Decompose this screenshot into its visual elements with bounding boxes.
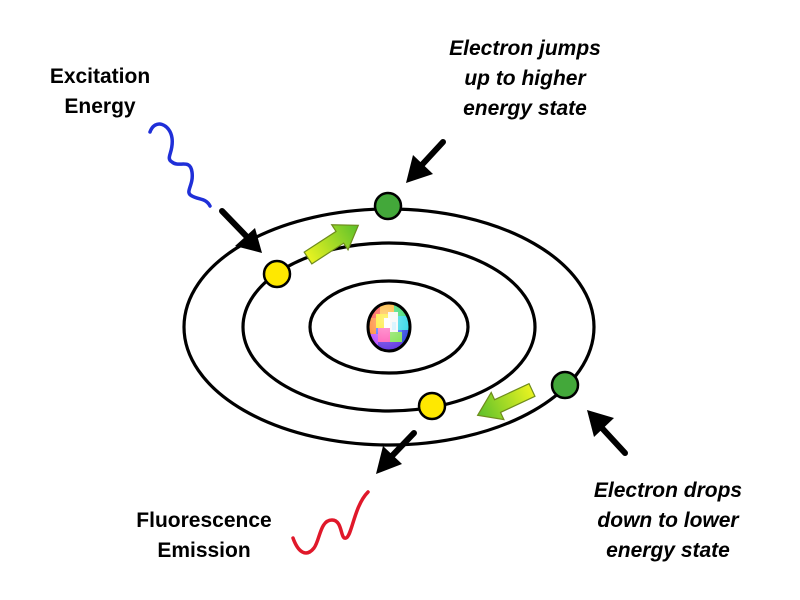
excited-state-electron-top: [373, 191, 403, 221]
excitation-energy-label: Excitation Energy: [30, 62, 170, 122]
excitation-pointer-arrow: [219, 208, 262, 253]
excitation-transition-arrow: [303, 224, 360, 265]
emission-pointer-arrow: [376, 430, 417, 474]
excitation-label-line-1: Excitation: [49, 65, 151, 88]
jump-label-line-1: Electron jumps: [449, 37, 601, 60]
emission-label-line-2: Emission: [157, 539, 251, 562]
jump-up-pointer-arrow: [406, 139, 446, 183]
drop-label-line-1: Electron drops: [593, 479, 743, 502]
fluorescence-emission-label: Fluorescence Emission: [124, 506, 284, 566]
ground-state-electron-bottom: [417, 391, 447, 421]
jump-label-line-2: up to higher: [464, 67, 586, 90]
inner-orbit: [308, 279, 470, 375]
electron-jumps-label: Electron jumps up to higher energy state: [440, 34, 610, 124]
excitation-label-line-2: Energy: [64, 95, 136, 118]
relaxation-transition-arrow: [476, 382, 536, 421]
drop-label-line-2: down to lower: [597, 509, 739, 532]
emission-wave: [291, 490, 370, 555]
excitation-wave: [148, 122, 212, 208]
jump-label-line-3: energy state: [463, 97, 587, 120]
emission-label-line-1: Fluorescence: [136, 509, 272, 532]
multicolor-nucleus-icon: [366, 301, 412, 353]
excited-state-electron-right: [550, 370, 580, 400]
electron-drops-label: Electron drops down to lower energy stat…: [578, 476, 758, 566]
middle-orbit: [241, 241, 537, 413]
ground-state-electron-top: [262, 259, 292, 289]
drop-label-line-3: energy state: [606, 539, 730, 562]
drop-down-pointer-arrow: [587, 410, 628, 456]
